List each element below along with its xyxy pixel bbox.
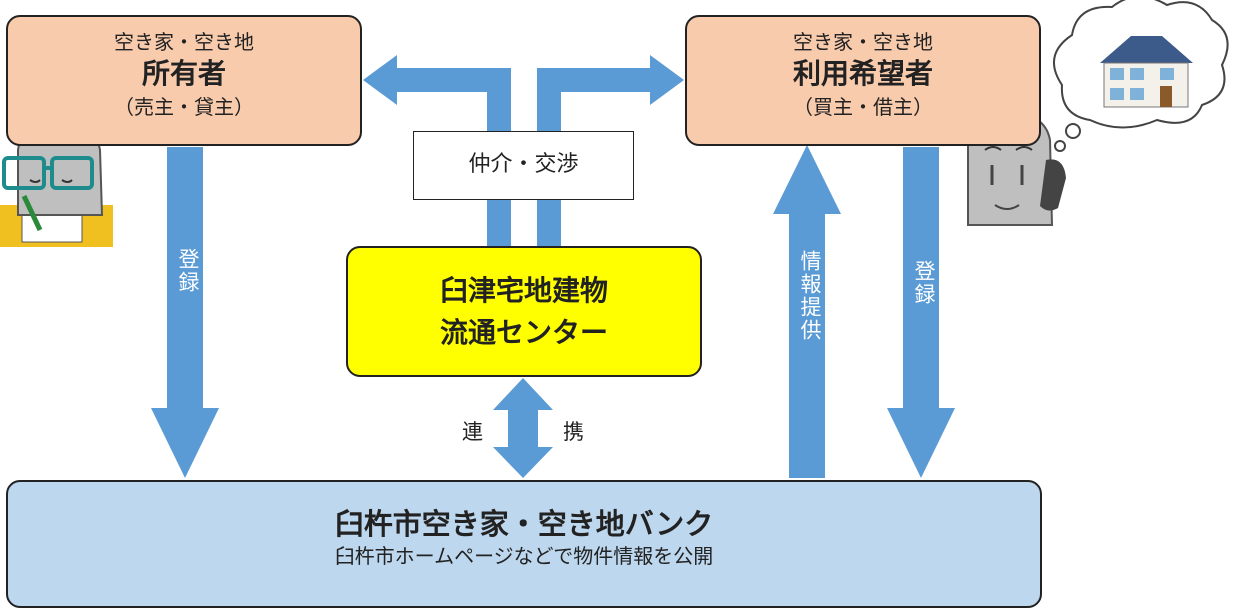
owner-sub: 空き家・空き地: [114, 30, 254, 54]
user-title: 利用希望者: [792, 57, 933, 90]
user-register-label: 登録: [912, 260, 936, 306]
info-provide-arrow: [773, 145, 841, 478]
user-box: 空き家・空き地 利用希望者 （買主・借主）: [685, 15, 1041, 146]
owner-roles: （売主・貸主）: [114, 95, 254, 119]
user-register-arrow: [887, 147, 955, 478]
bank-box: 臼杵市空き家・空き地バンク 臼杵市ホームページなどで物件情報を公開: [6, 480, 1042, 608]
owner-title: 所有者: [141, 57, 226, 90]
broker-arrow-to-user: [537, 55, 684, 246]
owner-register-label: 登録: [176, 248, 200, 294]
link-label-right: 携: [563, 420, 584, 444]
info-provide-label: 情報提供: [798, 250, 822, 342]
bank-desc: 臼杵市ホームページなどで物件情報を公開: [334, 544, 714, 568]
bank-title: 臼杵市空き家・空き地バンク: [334, 507, 714, 541]
owner-box: 空き家・空き地 所有者 （売主・貸主）: [6, 15, 362, 146]
center-line2: 流通センター: [439, 316, 608, 349]
broker-label-box: 仲介・交渉: [413, 131, 634, 200]
center-line1: 臼津宅地建物: [439, 274, 608, 307]
broker-arrow-to-owner: [363, 55, 511, 246]
user-sub: 空き家・空き地: [793, 30, 933, 54]
user-roles: （買主・借主）: [793, 95, 933, 119]
center-box: 臼津宅地建物 流通センター: [346, 246, 702, 377]
house-thought-icon: [1053, 0, 1229, 152]
link-label-left: 連: [462, 420, 483, 444]
link-double-arrow: [493, 378, 553, 478]
owner-register-arrow: [151, 147, 219, 478]
